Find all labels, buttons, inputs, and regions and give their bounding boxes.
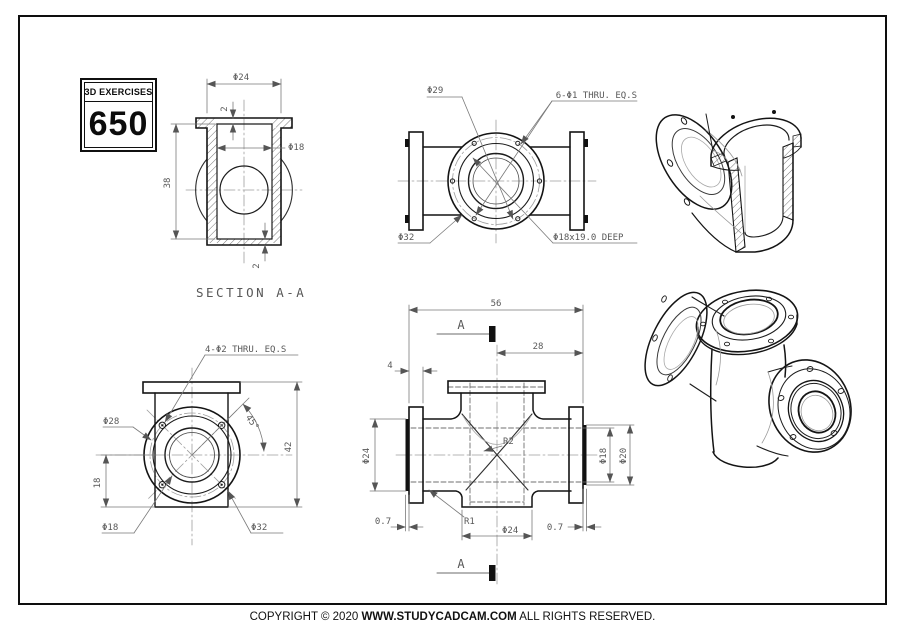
badge-number: 650 — [88, 105, 149, 143]
dim-42: 42 — [284, 442, 294, 453]
dim-phi18-side: Φ18 — [102, 523, 118, 533]
dim-6-holes: 6-Φ1 THRU. EQ.S — [556, 91, 637, 101]
copyright-prefix: COPYRIGHT © 2020 — [249, 611, 362, 623]
top-view: Φ29 6-Φ1 THRU. EQ.S Φ32 Φ18x19.0 DEEP — [397, 86, 638, 244]
section-title: SECTION A-A — [196, 285, 306, 300]
dim-4: 4 — [387, 361, 392, 371]
section-view: Φ24 2 Φ18 38 2 SECTION A-A — [163, 73, 306, 300]
dim-phi18-front: Φ18 — [599, 448, 609, 464]
dim-4-holes: 4-Φ2 THRU. EQ.S — [205, 345, 286, 355]
dim-phi28: Φ28 — [103, 417, 119, 427]
dim-38: 38 — [163, 178, 173, 189]
copyright-suffix: ALL RIGHTS RESERVED. — [516, 611, 656, 623]
exercise-badge: 3D EXERCISES 650 — [80, 78, 157, 152]
dim-56: 56 — [491, 299, 502, 309]
dim-28: 28 — [533, 342, 544, 352]
front-view: A A — [362, 299, 635, 586]
dim-cbore: Φ18x19.0 DEEP — [553, 233, 624, 243]
dim-phi24-left: Φ24 — [362, 448, 372, 464]
copyright-site: WWW.STUDYCADCAM.COM — [361, 611, 517, 623]
dim-phi20: Φ20 — [619, 448, 629, 464]
dim-phi24-top: Φ24 — [233, 73, 249, 83]
section-marker-top: A — [457, 318, 465, 332]
copyright-line: COPYRIGHT © 2020 WWW.STUDYCADCAM.COM ALL… — [0, 611, 905, 623]
dim-2-top: 2 — [220, 106, 230, 111]
dim-phi24-bottom: Φ24 — [502, 526, 518, 536]
dim-phi29: Φ29 — [427, 86, 443, 96]
dim-07-right: 0.7 — [547, 523, 563, 533]
dim-18: 18 — [93, 478, 103, 489]
side-view: 4-Φ2 THRU. EQ.S Φ28 45° 42 18 Φ18 Φ32 — [93, 345, 303, 546]
badge-title: 3D EXERCISES — [85, 83, 152, 102]
dim-45deg: 45° — [243, 413, 261, 432]
dim-phi18: Φ18 — [288, 143, 304, 153]
dim-phi32-top: Φ32 — [398, 233, 414, 243]
dim-phi32-side: Φ32 — [251, 523, 267, 533]
sheet-border — [18, 15, 887, 605]
dim-2-bottom: 2 — [252, 263, 262, 268]
exercise-badge-inner: 3D EXERCISES 650 — [84, 82, 153, 148]
section-marker-bottom: A — [457, 557, 465, 571]
isometric-cutaway-view — [655, 110, 802, 253]
dim-07-left: 0.7 — [375, 517, 391, 527]
isometric-view — [644, 289, 852, 469]
dim-r2: R2 — [503, 437, 514, 447]
dim-r1: R1 — [464, 517, 475, 527]
